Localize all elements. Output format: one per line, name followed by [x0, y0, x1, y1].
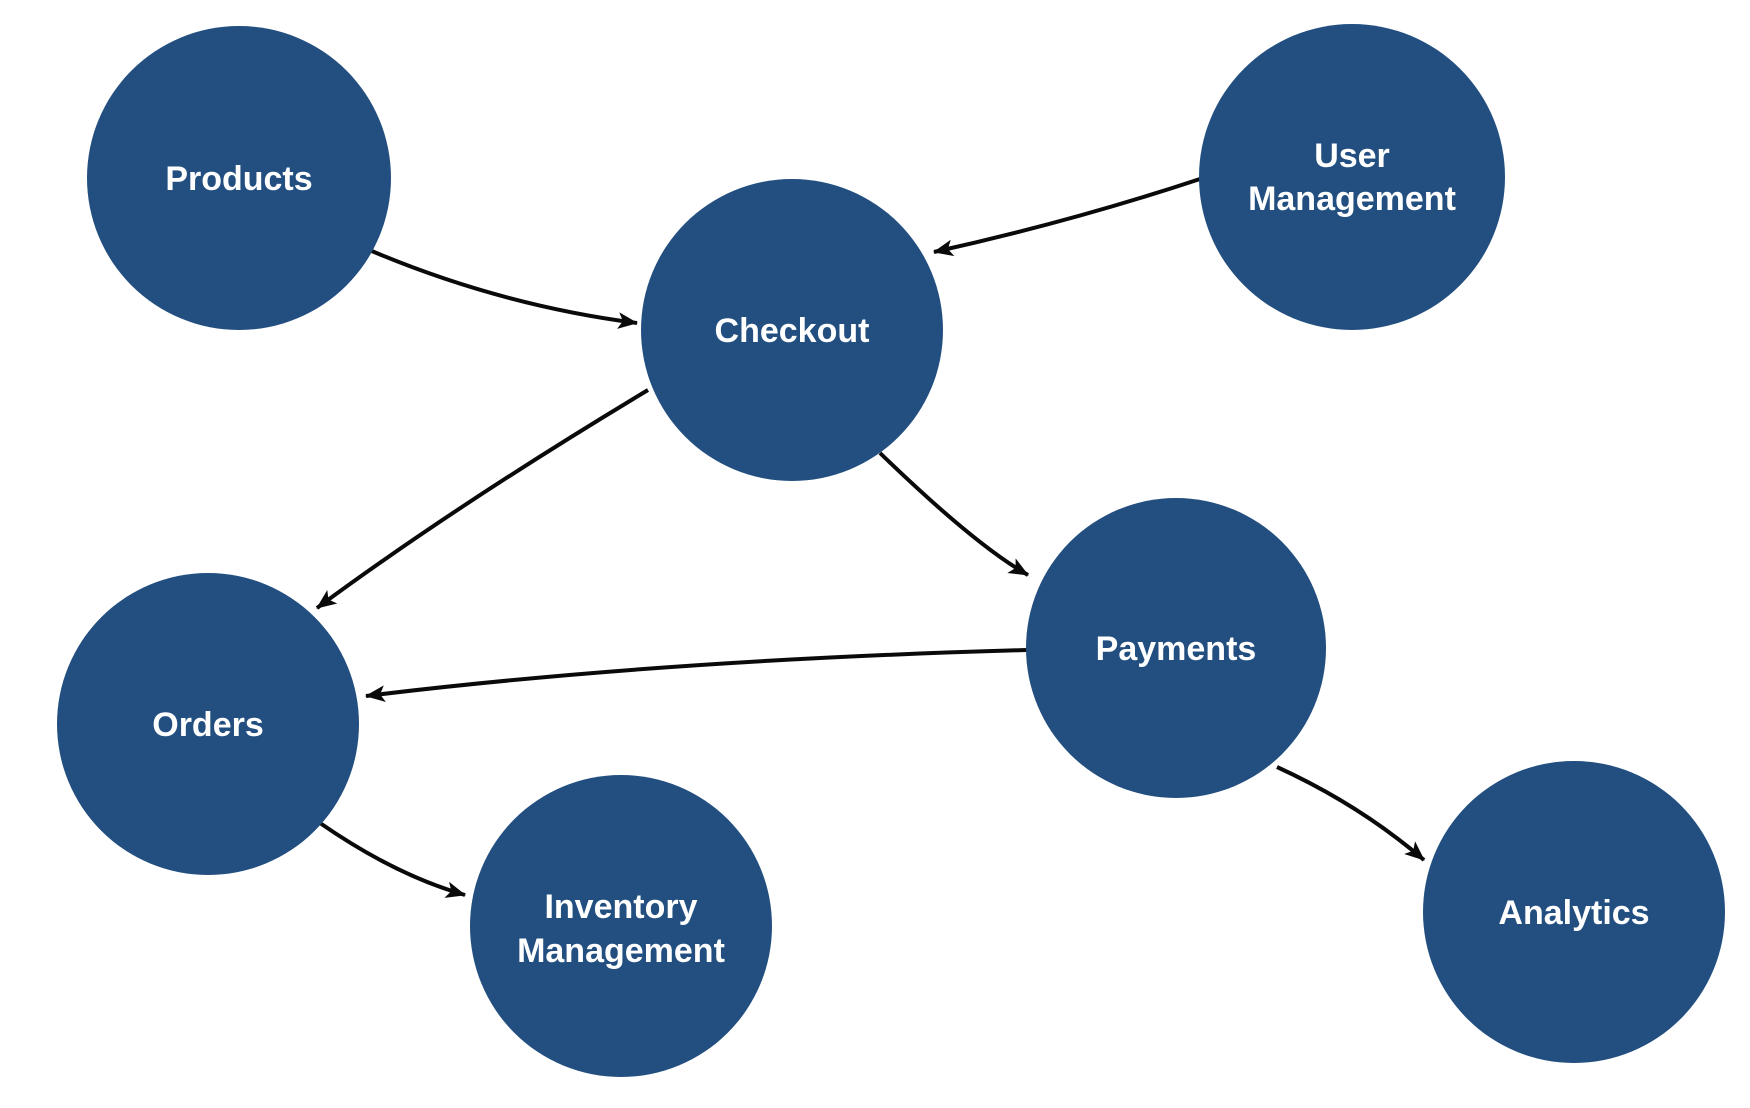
node-label-checkout: Checkout — [715, 312, 870, 350]
edge-user-management-to-checkout — [933, 177, 1201, 257]
node-label-inventory-management-line1: Inventory — [544, 888, 697, 926]
node-circle-analytics — [1423, 761, 1725, 1063]
node-payments: Payments — [1026, 498, 1326, 798]
node-products: Products — [87, 26, 391, 330]
edge-checkout-to-orders — [315, 388, 650, 610]
edge-payments-to-orders — [365, 648, 1029, 703]
edge-products-to-checkout — [366, 247, 638, 329]
node-circle-user-management — [1199, 24, 1505, 330]
node-circle-checkout — [641, 179, 943, 481]
edge-checkout-to-payments — [878, 451, 1029, 577]
edge-orders-to-inventory-management — [318, 821, 466, 898]
node-label-payments: Payments — [1096, 630, 1257, 668]
node-circle-payments — [1026, 498, 1326, 798]
node-analytics: Analytics — [1423, 761, 1725, 1063]
node-label-user-management-line2: Management — [1248, 180, 1456, 218]
node-circle-products — [87, 26, 391, 330]
node-label-analytics: Analytics — [1498, 894, 1649, 932]
node-inventory-management: Inventory Management — [470, 775, 772, 1077]
node-checkout: Checkout — [641, 179, 943, 481]
node-orders: Orders — [57, 573, 359, 875]
node-circle-orders — [57, 573, 359, 875]
node-circle-inventory-management — [470, 775, 772, 1077]
edge-layer — [315, 177, 1426, 898]
node-label-user-management-line1: User — [1314, 137, 1390, 175]
node-user-management: User Management — [1199, 24, 1505, 330]
node-label-inventory-management-line2: Management — [517, 932, 725, 970]
node-label-products: Products — [165, 160, 312, 198]
node-label-orders: Orders — [152, 706, 264, 744]
edge-payments-to-analytics — [1276, 765, 1426, 862]
